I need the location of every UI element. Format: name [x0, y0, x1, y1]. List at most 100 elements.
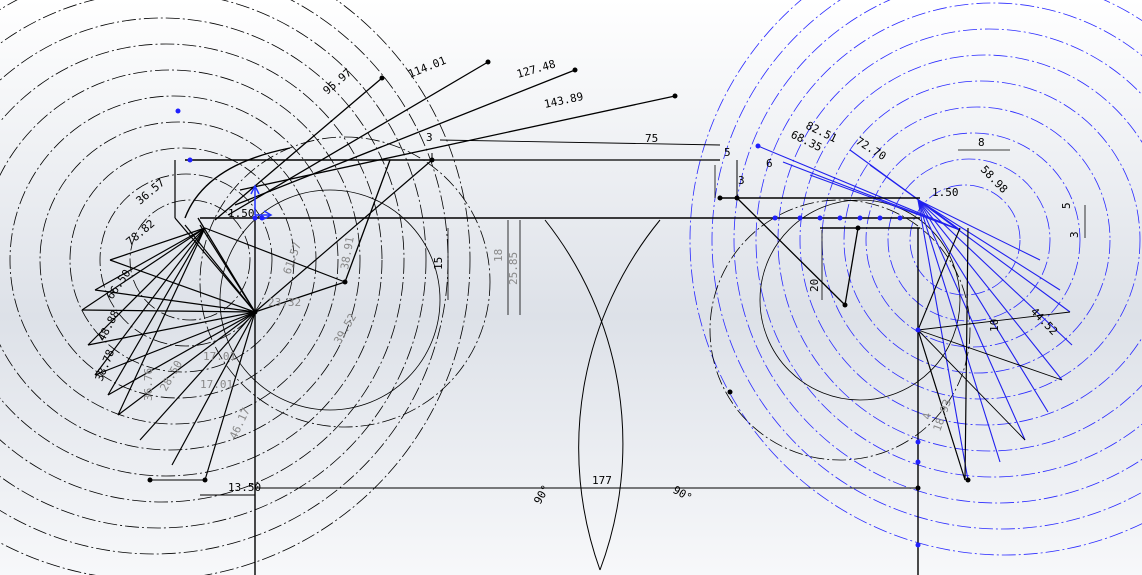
origin-marker — [250, 184, 273, 220]
dim-20[interactable]: 20 — [808, 279, 821, 292]
sketch-point — [734, 195, 740, 201]
right-construction-circle — [755, 2, 1142, 478]
sketch-point — [379, 75, 385, 81]
left-fan-line — [81, 309, 256, 313]
dim-6[interactable]: 6 — [766, 157, 773, 170]
left-fan-line — [94, 289, 256, 313]
sketch-point-blue — [915, 542, 921, 548]
sketch-point-blue — [259, 215, 265, 221]
dim-18[interactable]: 18 — [492, 249, 505, 262]
long-line-3 — [234, 69, 576, 206]
left-truss — [197, 159, 391, 313]
sketch-point-blue — [877, 215, 883, 221]
sketch-point-blue — [837, 215, 843, 221]
sketch-point — [429, 157, 435, 163]
right-construction-arcs — [689, 0, 1142, 556]
dim-5-right[interactable]: 5 — [1060, 202, 1073, 209]
right-fan-line — [917, 199, 1041, 261]
dim-75[interactable]: 75 — [645, 132, 658, 145]
sketch-point-blue — [915, 327, 921, 333]
dim-150-right[interactable]: 1.50 — [932, 186, 959, 199]
left-fan-line — [109, 259, 256, 313]
base-arc-right — [578, 219, 661, 571]
sketch-point-blue — [857, 215, 863, 221]
dim-3-right[interactable]: 3 — [738, 174, 745, 187]
dim-15[interactable]: 15 — [432, 257, 445, 270]
dim-1350[interactable]: 13.50 — [228, 481, 261, 494]
left-diag-a — [254, 159, 433, 313]
left-fan-line-secondary — [107, 227, 206, 396]
right-construction-circle — [843, 106, 1111, 374]
long-line-4 — [239, 95, 676, 191]
dim-3-rightb[interactable]: 3 — [1068, 231, 1081, 238]
sketch-point-blue — [252, 215, 258, 221]
sketch-point-blue — [797, 215, 803, 221]
left-fan-line — [107, 311, 256, 396]
sketch-point-blue — [187, 157, 193, 163]
left-construction-circle — [0, 17, 405, 503]
right-fan-line-dark — [917, 329, 1063, 381]
left-construction-circle — [69, 147, 295, 373]
base-arc-left — [544, 219, 624, 571]
left-fan-line — [171, 311, 256, 466]
right-fan-line — [917, 199, 1026, 441]
sketch-point-blue — [772, 215, 778, 221]
left-fan-line-secondary — [87, 227, 206, 346]
long-line-1 — [214, 77, 383, 221]
dim-2332[interactable]: 23.32 — [268, 296, 301, 309]
left-construction-circle — [9, 95, 339, 425]
right-truss-lower — [917, 227, 969, 481]
right-fan-line-top — [809, 174, 961, 231]
sketch-point-blue — [915, 459, 921, 465]
sketch-point — [572, 67, 578, 73]
right-construction-circle — [887, 158, 1051, 322]
dim-radial-3891[interactable]: 38.91 — [338, 236, 357, 271]
right-fan-line — [917, 199, 969, 481]
left-construction-circle — [0, 0, 471, 575]
dim-radial-1701b[interactable]: 17.01 — [203, 350, 236, 363]
left-fan-line — [139, 311, 256, 441]
dim-177[interactable]: 177 — [592, 474, 612, 487]
right-construction-circle — [777, 28, 1142, 452]
left-construction-circle — [199, 136, 491, 428]
left-fan-lines — [81, 217, 256, 481]
left-construction-circle — [99, 173, 273, 347]
left-construction-circle — [0, 43, 383, 477]
dim-radial-3676[interactable]: 36.76 — [142, 368, 155, 401]
dim-8[interactable]: 8 — [978, 136, 985, 149]
right-fan-line — [917, 199, 1071, 313]
left-fan-line-secondary — [117, 227, 206, 416]
left-fan-line-secondary — [81, 227, 206, 311]
left-fan-line-secondary — [109, 227, 206, 261]
right-fan-line-dark — [917, 329, 1026, 441]
right-fan-line — [917, 199, 1063, 381]
left-fan-line — [117, 311, 256, 416]
right-construction-circle — [733, 0, 1142, 504]
sketch-point — [855, 225, 861, 231]
right-fan-line — [917, 199, 1049, 413]
left-diag-b — [204, 227, 346, 283]
dim-4[interactable]: 4 — [920, 411, 934, 420]
sketch-point — [252, 309, 258, 315]
right-construction-circle — [711, 0, 1142, 530]
dim-3-top[interactable]: 3 — [426, 131, 433, 144]
dim-radial-1701a[interactable]: 17.01 — [200, 378, 233, 391]
right-construction-circle — [909, 184, 1021, 296]
sketch-point-blue — [915, 439, 921, 445]
left-fan-line-secondary — [94, 227, 206, 291]
sketch-point — [965, 477, 971, 483]
sketch-point-blue — [175, 108, 181, 114]
dim-5-top[interactable]: 5 — [724, 146, 731, 159]
right-construction-circle — [799, 54, 1142, 426]
right-construction-circle — [689, 0, 1142, 556]
left-construction-circle — [129, 199, 251, 321]
left-fan-line — [87, 311, 256, 346]
dim-150-left[interactable]: 1.50 — [228, 207, 255, 220]
dim-10[interactable]: 10 — [988, 319, 1001, 332]
right-construction-circle — [821, 80, 1141, 400]
sketch-point — [727, 389, 733, 395]
dim-2585[interactable]: 25.85 — [507, 252, 520, 285]
